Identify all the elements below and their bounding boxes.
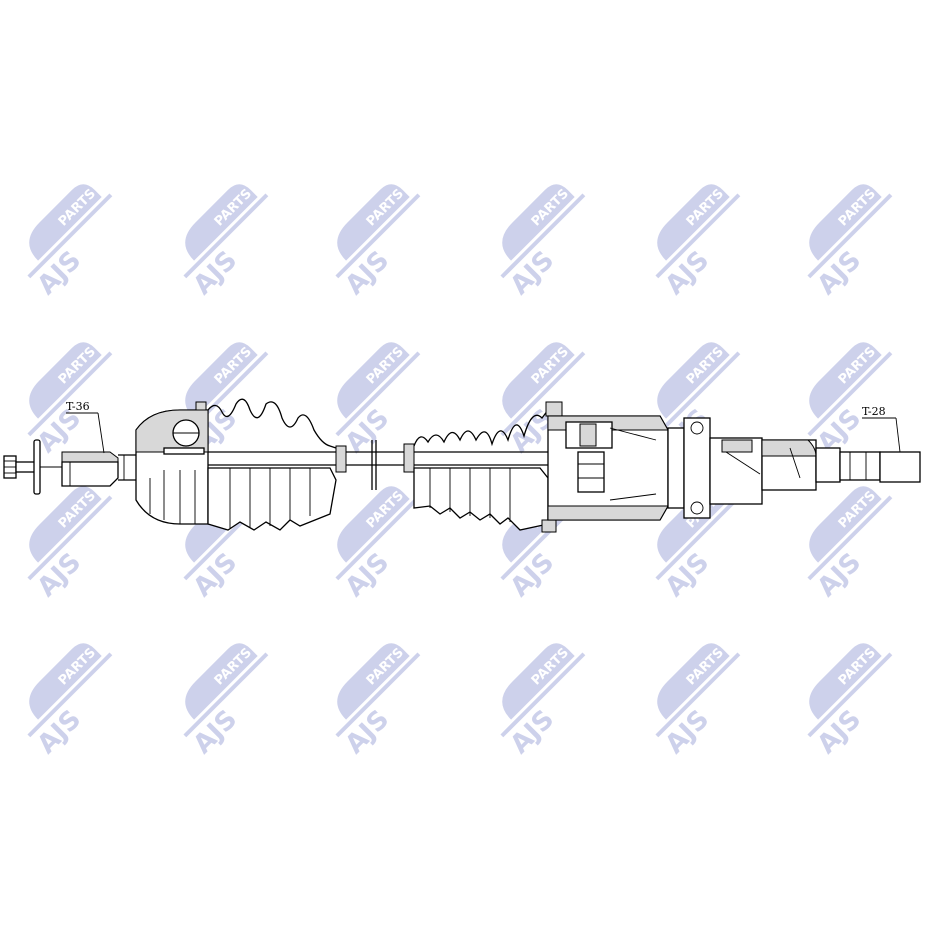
main-shaft [200,451,570,466]
outer-stub-shaft [61,451,136,487]
outer-boot [195,398,347,531]
inner-tripod-joint [547,415,669,521]
shaft-rings [371,440,415,490]
inner-thread-label: T-28 [862,405,886,418]
outer-thread-label: T-36 [66,400,90,413]
leader-lines [66,412,901,454]
outer-cv-joint [135,409,209,525]
inner-stub-shaft [815,447,921,483]
axle-assembly: T-36 T-28 [3,398,921,533]
hub-bolt [3,439,62,495]
bearing-assembly [667,417,817,519]
